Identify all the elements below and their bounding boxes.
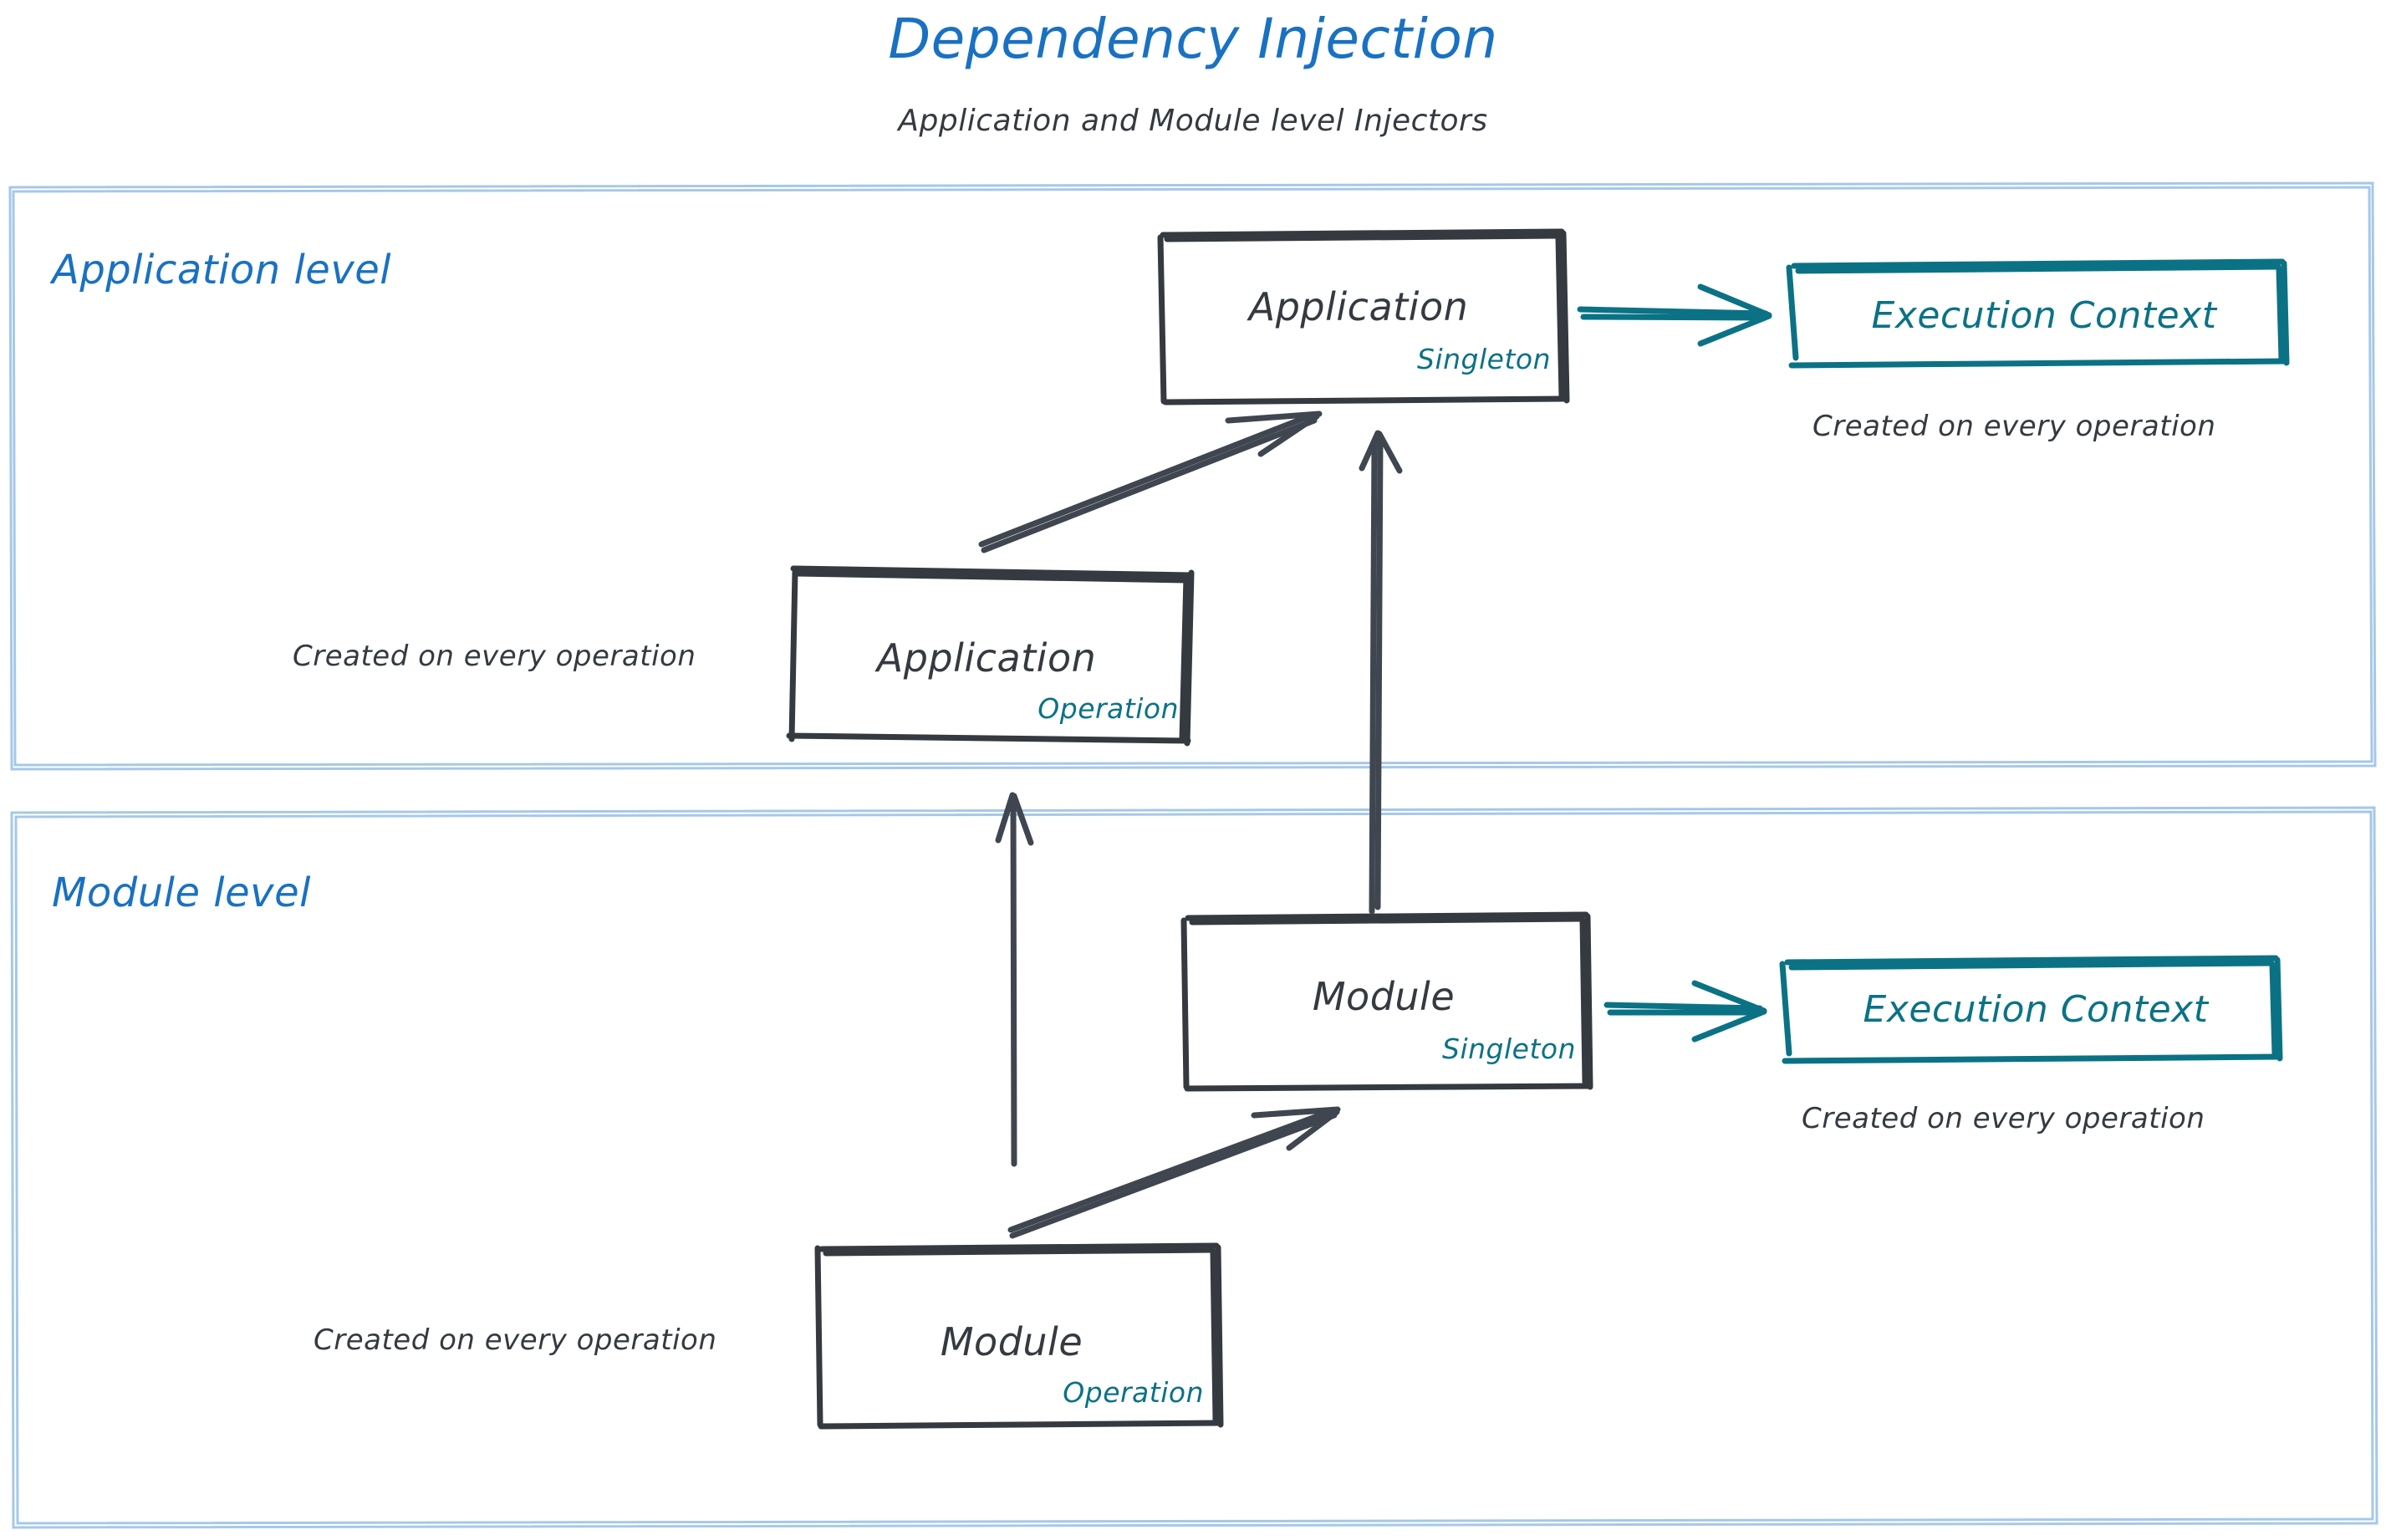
box-tag-application-operation: Operation xyxy=(1038,692,1179,725)
edge-app-operation-to-app-singleton xyxy=(978,410,1323,553)
edge-mod-operation-to-app-operation xyxy=(995,792,1034,1167)
box-label-execution-context-module: Execution Context xyxy=(1863,988,2209,1031)
box-label-module-operation: Module xyxy=(940,1319,1083,1364)
note-execution-context-application: Created on every operation xyxy=(1812,410,2216,443)
edge-app-singleton-to-execution-context xyxy=(1577,283,1772,347)
edge-mod-singleton-to-execution-context xyxy=(1603,980,1767,1043)
module-level-container xyxy=(10,806,2378,1529)
note-module-operation: Created on every operation xyxy=(314,1323,717,1357)
module-level-label: Module level xyxy=(52,869,311,916)
application-level-label: Application level xyxy=(52,247,392,293)
box-tag-module-singleton: Singleton xyxy=(1442,1033,1576,1065)
box-tag-module-operation: Operation xyxy=(1063,1376,1204,1409)
note-execution-context-module: Created on every operation xyxy=(1802,1102,2205,1135)
page-subtitle: Application and Module level Injectors xyxy=(898,104,1488,138)
page-title: Dependency Injection xyxy=(888,7,1498,71)
box-label-module-singleton: Module xyxy=(1312,974,1456,1019)
edge-mod-singleton-to-app-singleton xyxy=(1359,430,1403,915)
box-tag-application-singleton: Singleton xyxy=(1417,343,1551,375)
box-label-application-operation: Application xyxy=(876,635,1097,681)
note-application-operation: Created on every operation xyxy=(293,640,696,673)
box-label-application-singleton: Application xyxy=(1248,284,1469,329)
edge-mod-operation-to-mod-singleton xyxy=(1007,1106,1341,1239)
box-label-execution-context-application: Execution Context xyxy=(1871,294,2217,337)
